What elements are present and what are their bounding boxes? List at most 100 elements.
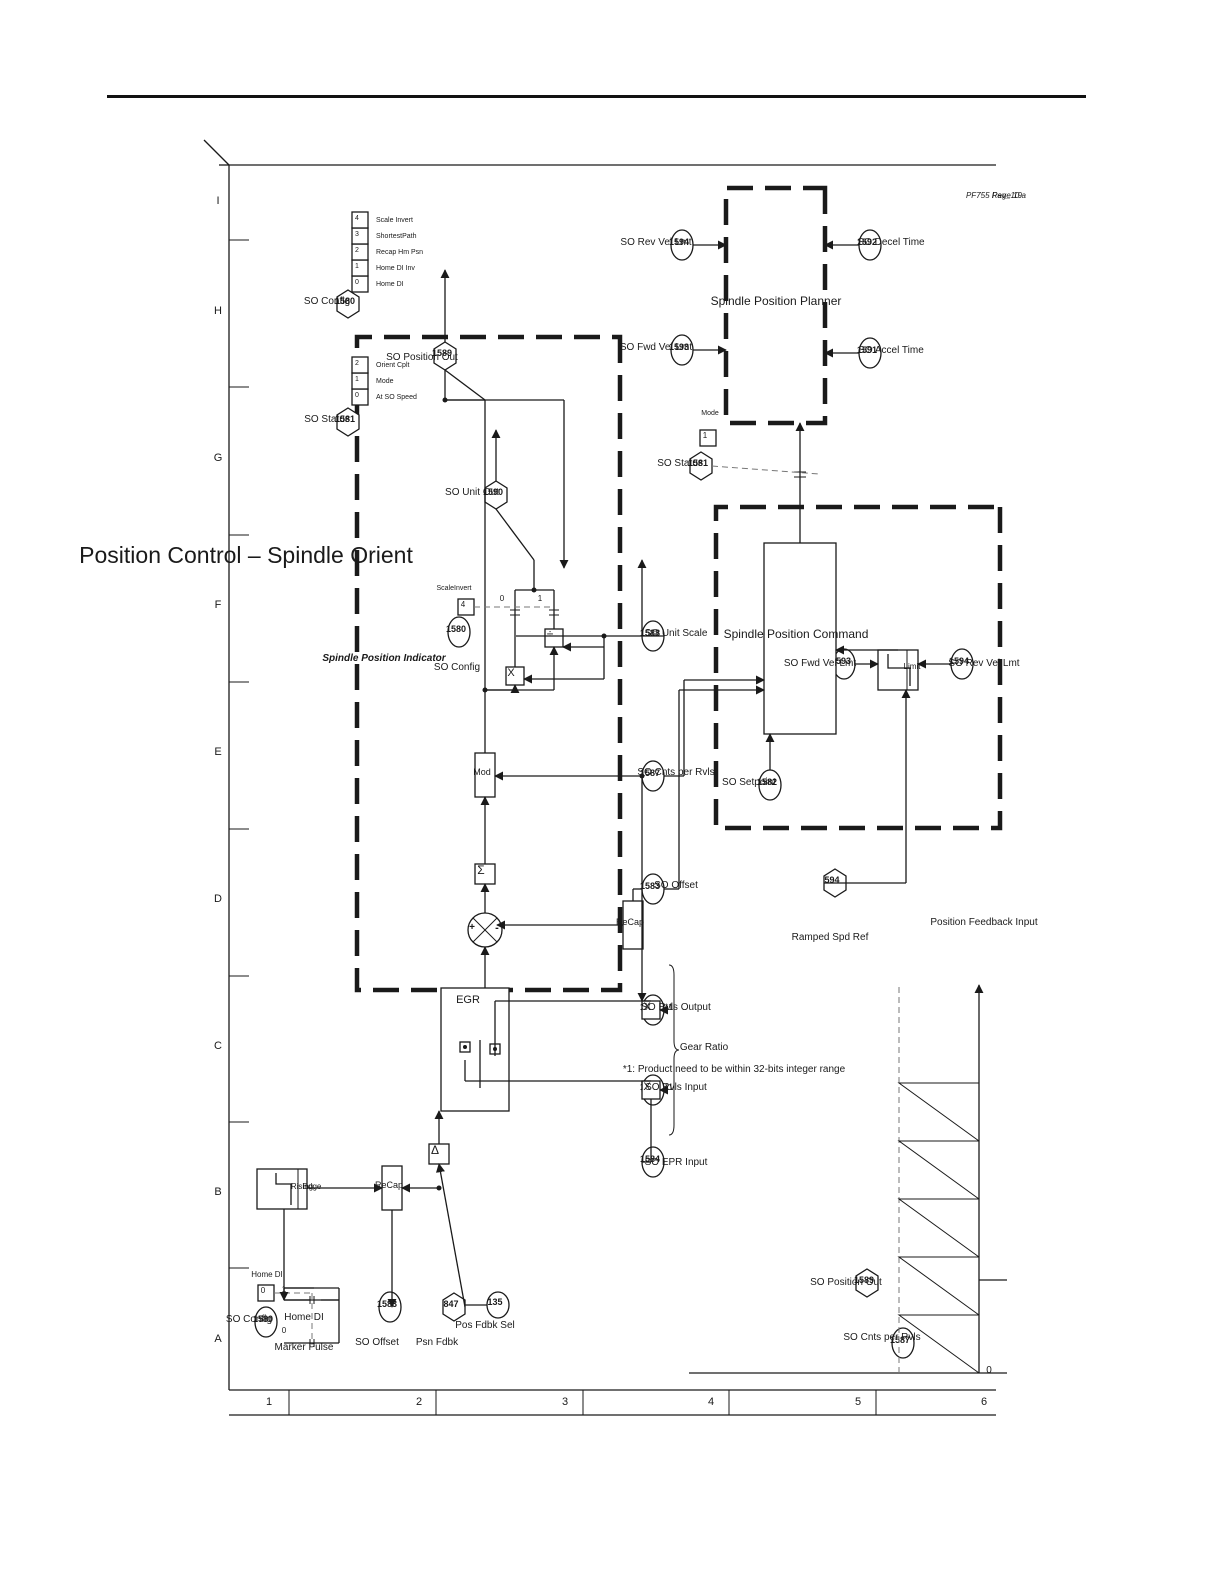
status-bit-name: Orient Cplt	[376, 362, 410, 369]
col-label: B	[214, 1186, 221, 1198]
col-label: A	[214, 1333, 222, 1345]
label-so-fwd-vel-lmt-cmd: SO Fwd Vel Lmt	[784, 658, 856, 669]
row-label: 5	[855, 1396, 861, 1408]
label-note: *1: Product need to be within 32-bits in…	[623, 1064, 846, 1075]
param-1582: 1582	[757, 777, 777, 787]
param-oval-1587-chart	[891, 1327, 915, 1359]
param-1592: 1592	[857, 237, 877, 247]
page-title: Position Control – Spindle Orient	[79, 542, 413, 568]
label-so-config-scale: SO Config	[434, 662, 480, 673]
footer-page: Page 19	[992, 191, 1022, 200]
config-bit-name: Home DI	[376, 281, 404, 288]
param-hex-847	[442, 1292, 466, 1322]
label-so-unit-scale: SO Unit Scale	[645, 628, 708, 639]
mod-label: Mod	[473, 767, 491, 777]
limit-label: Limit	[904, 662, 922, 671]
label-switch-0: 0	[500, 594, 505, 603]
label-so-epr-input: SO EPR Input	[645, 1157, 708, 1168]
config-bit-num: 3	[355, 231, 359, 238]
label-position-feedback-input: Position Feedback Input	[930, 917, 1038, 928]
egr-label: EGR	[456, 994, 480, 1006]
status-bit-name: Mode	[376, 378, 394, 385]
config-bit-num: 4	[355, 215, 359, 222]
label-bit-1: 1	[282, 1285, 287, 1294]
star-note-output: *1	[665, 1002, 674, 1012]
config-bit-name: Home DI Inv	[376, 265, 415, 272]
sum-minus: -	[495, 922, 499, 934]
rising-edge-icon	[275, 1173, 292, 1205]
command-label: Spindle Position Command	[724, 627, 869, 641]
rising-edge-label-1: Rising	[291, 1182, 313, 1191]
label-so-position-out-top: SO Position Out	[386, 352, 458, 363]
label-so-rvls-output: SO Rvls Output	[641, 1002, 711, 1013]
label-so-offset-mid: SO Offset	[654, 880, 698, 891]
label-ramped-spd-ref: Ramped Spd Ref	[792, 932, 869, 943]
param-1593-cmd: 1593	[831, 656, 851, 666]
top-rule	[107, 95, 1086, 98]
multiply-label: X	[643, 1081, 651, 1093]
label-so-decel-time: SO Decel Time	[857, 237, 925, 248]
col-label: G	[214, 452, 223, 464]
status-bit-num: 0	[355, 392, 359, 399]
sawtooth-path	[897, 1082, 980, 1374]
label-so-rev-vel-lmt-cmd: SO Rev Vel Lmt	[948, 658, 1019, 669]
label-so-position-out-chart: SO Position Out	[810, 1277, 882, 1288]
config-bit-name: Recap Hm Psn	[376, 249, 423, 256]
config-bit-name: Scale Invert	[376, 217, 413, 224]
row-label: 3	[562, 1396, 568, 1408]
param-847: 847	[443, 1299, 458, 1309]
column-ruler	[229, 1389, 996, 1416]
label-mode-bit: Mode	[701, 410, 719, 417]
bit-boxes: 0 4 1	[257, 429, 717, 1302]
multiply-label: X	[643, 1001, 651, 1013]
signal-wires	[274, 240, 951, 1347]
recap-mid-label: ReCap	[616, 917, 644, 927]
indicator-title: Spindle Position Indicator	[322, 653, 446, 664]
param-1587: 1587	[640, 768, 660, 778]
star-note-input: *1	[665, 1082, 674, 1092]
planner-title: Spindle Position Planner	[711, 294, 842, 308]
param-1594-plan: 1594	[669, 237, 689, 247]
col-label: H	[214, 305, 222, 317]
delta-label: Δ	[431, 1143, 439, 1157]
param-hex-1581-top	[336, 407, 360, 437]
col-label: I	[216, 195, 219, 207]
rising-edge-block	[256, 1168, 308, 1210]
recap-left-label: ReCap	[375, 1180, 403, 1190]
config-bit-num: 1	[355, 263, 359, 270]
param-1580-scale: 1580	[446, 624, 466, 634]
label-home-di-bit: Home DI	[251, 1270, 283, 1279]
label-so-rev-vel-lmt-plan: SO Rev Vel Lmt	[620, 237, 691, 248]
status-bit-name: At SO Speed	[376, 394, 417, 401]
status-bit-1: 1	[703, 431, 708, 440]
param-1593-plan: 1593	[669, 342, 689, 352]
config-bit-0: 0	[261, 1286, 266, 1295]
col-label: D	[214, 893, 222, 905]
so-status-bit-table: 0 1 2 At SO Speed Mode Orient Cplt	[351, 356, 417, 406]
col-label: E	[214, 746, 221, 758]
label-so-status-top: SO Status	[304, 414, 350, 425]
label-home-di: Home DI	[284, 1312, 323, 1323]
label-switch-1: 1	[538, 594, 543, 603]
status-bit-num: 1	[355, 376, 359, 383]
label-pos-fdbk-sel: Pos Fdbk Sel	[455, 1320, 514, 1331]
status-bit-num: 2	[355, 360, 359, 367]
column-letters: I H G F E D C B A	[214, 195, 223, 1345]
position-sawtooth-chart	[689, 984, 1007, 1374]
row-label: 2	[416, 1396, 422, 1408]
label-so-setpoint: SO Setpoint	[722, 777, 776, 788]
label-so-config-top: SO Config	[226, 1314, 272, 1325]
label-scale-invert: ScaleInvert	[436, 585, 471, 592]
config-bit-num: 2	[355, 247, 359, 254]
param-1580-home: 1580	[253, 1314, 273, 1324]
label-marker-pulse: Marker Pulse	[275, 1342, 334, 1353]
row-ticks	[229, 239, 249, 1269]
param-1591: 1591	[857, 345, 877, 355]
param-1581-top: 1581	[335, 414, 355, 424]
label-so-rvls-input: SO Rvls Input	[645, 1082, 707, 1093]
param-1587-chart: 1587	[890, 1335, 910, 1345]
diagram-frame	[203, 139, 996, 1390]
sigma-label: Σ	[477, 863, 484, 877]
